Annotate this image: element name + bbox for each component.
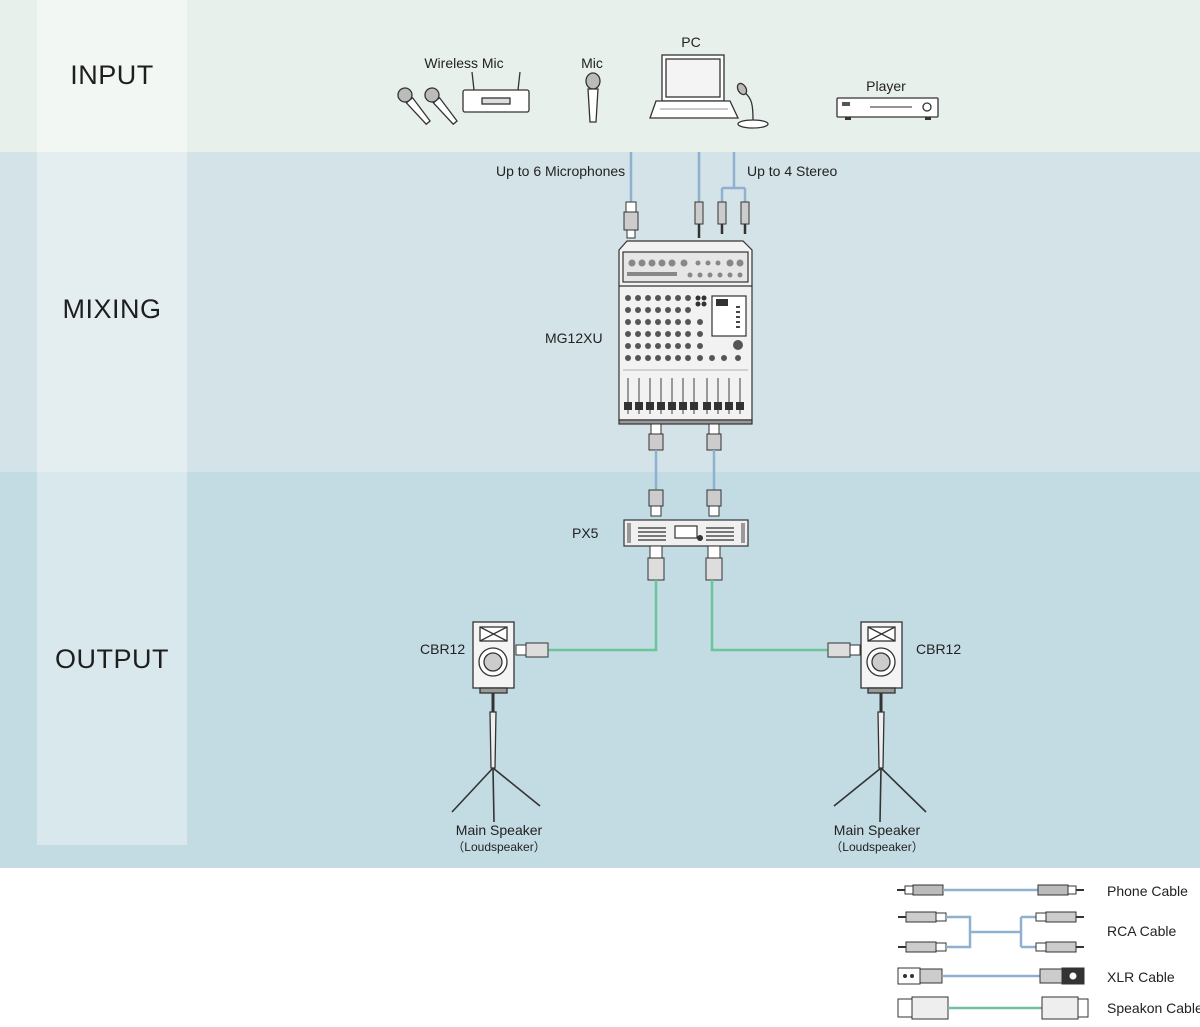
- mixer-icon: [618, 240, 753, 425]
- main-speaker-right-title: Main Speaker: [833, 822, 921, 838]
- legend-rca-label: RCA Cable: [1107, 923, 1177, 939]
- mixing-band: [0, 152, 1200, 472]
- amp-icon: [623, 519, 749, 547]
- wireless-mic-icon: [397, 71, 530, 126]
- legend-xlr-label: XLR Cable: [1107, 969, 1175, 985]
- label-pc: PC: [681, 34, 701, 50]
- mixer-output-connectors: [648, 423, 722, 451]
- main-speaker-left-title: Main Speaker: [455, 822, 543, 838]
- player-icon: [836, 97, 939, 120]
- speakon-cables: [548, 580, 828, 652]
- label-speaker-left: CBR12: [420, 641, 466, 657]
- label-mixer: MG12XU: [545, 330, 603, 346]
- speakon-connectors-amp: [647, 545, 723, 581]
- main-speaker-left-sub: （Loudspeaker）: [452, 840, 546, 854]
- phone-connector-icon: [694, 201, 704, 238]
- section-label-output: OUTPUT: [55, 644, 169, 674]
- label-speaker-right: CBR12: [916, 641, 962, 657]
- rca-connector-icon: [717, 201, 750, 234]
- legend-phone-cable-icon: [897, 884, 1084, 896]
- section-label-mixing: MIXING: [62, 294, 162, 324]
- section-label-input: INPUT: [70, 60, 154, 90]
- note-stereo-count: Up to 4 Stereo: [747, 163, 838, 179]
- label-amp: PX5: [572, 525, 599, 541]
- mixing-column: [37, 152, 187, 472]
- xlr-cables: [654, 450, 716, 490]
- pc-icon: [649, 54, 769, 129]
- label-mic: Mic: [581, 55, 603, 71]
- legend-speakon-label: Speakon Cable: [1107, 1000, 1200, 1016]
- speakon-connectors-speakers: [515, 642, 861, 658]
- legend-rca-cable-icon: [898, 911, 1084, 953]
- label-wireless-mic: Wireless Mic: [424, 55, 504, 71]
- output-band: [0, 472, 1200, 868]
- input-band: [0, 0, 1200, 152]
- xlr-connector-icon: [623, 201, 639, 239]
- label-main-speaker-left: Main Speaker （Loudspeaker）: [452, 822, 545, 855]
- input-column: [37, 0, 187, 152]
- speaker-left-icon: [451, 621, 541, 823]
- legend-speakon-cable-icon: [897, 996, 1089, 1020]
- mic-icon: [585, 72, 601, 123]
- input-cables: [629, 152, 747, 202]
- label-player: Player: [866, 78, 906, 94]
- main-speaker-right-sub: （Loudspeaker）: [830, 840, 924, 854]
- amp-input-connectors: [648, 489, 722, 517]
- note-mic-count: Up to 6 Microphones: [496, 163, 626, 179]
- legend-xlr-cable-icon: [897, 967, 1085, 985]
- speaker-right-icon: [833, 621, 927, 823]
- legend-phone-label: Phone Cable: [1107, 883, 1188, 899]
- label-main-speaker-right: Main Speaker （Loudspeaker）: [830, 822, 923, 855]
- output-column: [37, 472, 187, 845]
